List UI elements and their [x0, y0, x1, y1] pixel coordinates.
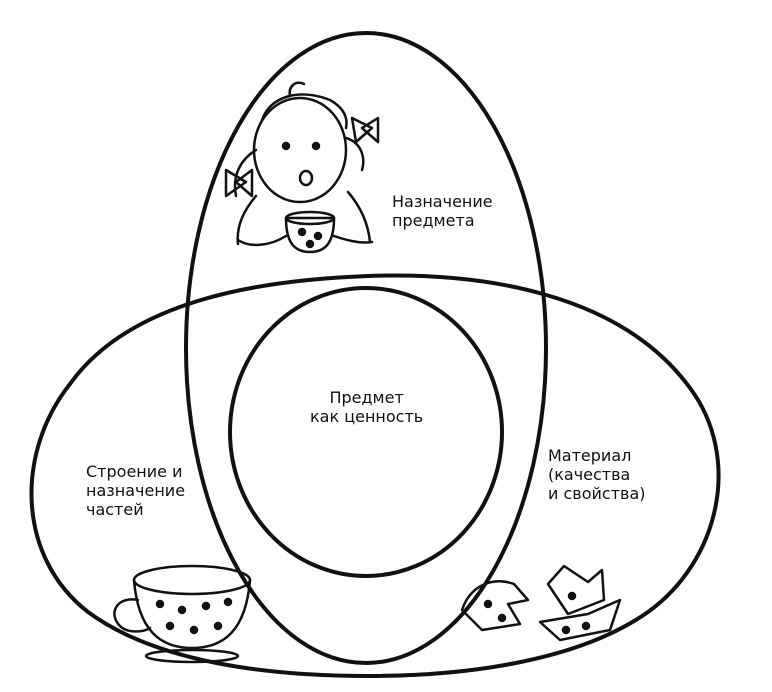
top-label-line1: Назначение: [392, 192, 493, 211]
center-label-line1: Предмет: [329, 388, 404, 407]
right-label: Материал (качества и свойства): [548, 446, 646, 503]
broken-cup-shards-icon: [460, 564, 622, 642]
top-label: Назначение предмета: [392, 192, 493, 230]
center-label-line2: как ценность: [310, 407, 424, 426]
center-label: Предмет как ценность: [310, 388, 423, 426]
right-label-line1: Материал: [548, 446, 632, 465]
top-label-line2: предмета: [392, 211, 475, 230]
left-label-line1: Строение и: [86, 462, 183, 481]
girl-with-cup-icon: [224, 81, 380, 254]
top-ellipse: [184, 31, 548, 665]
right-label-line2: (качества: [548, 465, 631, 484]
left-label-line3: частей: [86, 500, 144, 519]
right-label-line3: и свойства): [548, 484, 646, 503]
left-label: Строение и назначение частей: [86, 462, 185, 519]
center-circle: [228, 286, 504, 578]
teacup-icon: [113, 564, 252, 664]
lower-oval: [29, 273, 721, 679]
left-label-line2: назначение: [86, 481, 186, 500]
